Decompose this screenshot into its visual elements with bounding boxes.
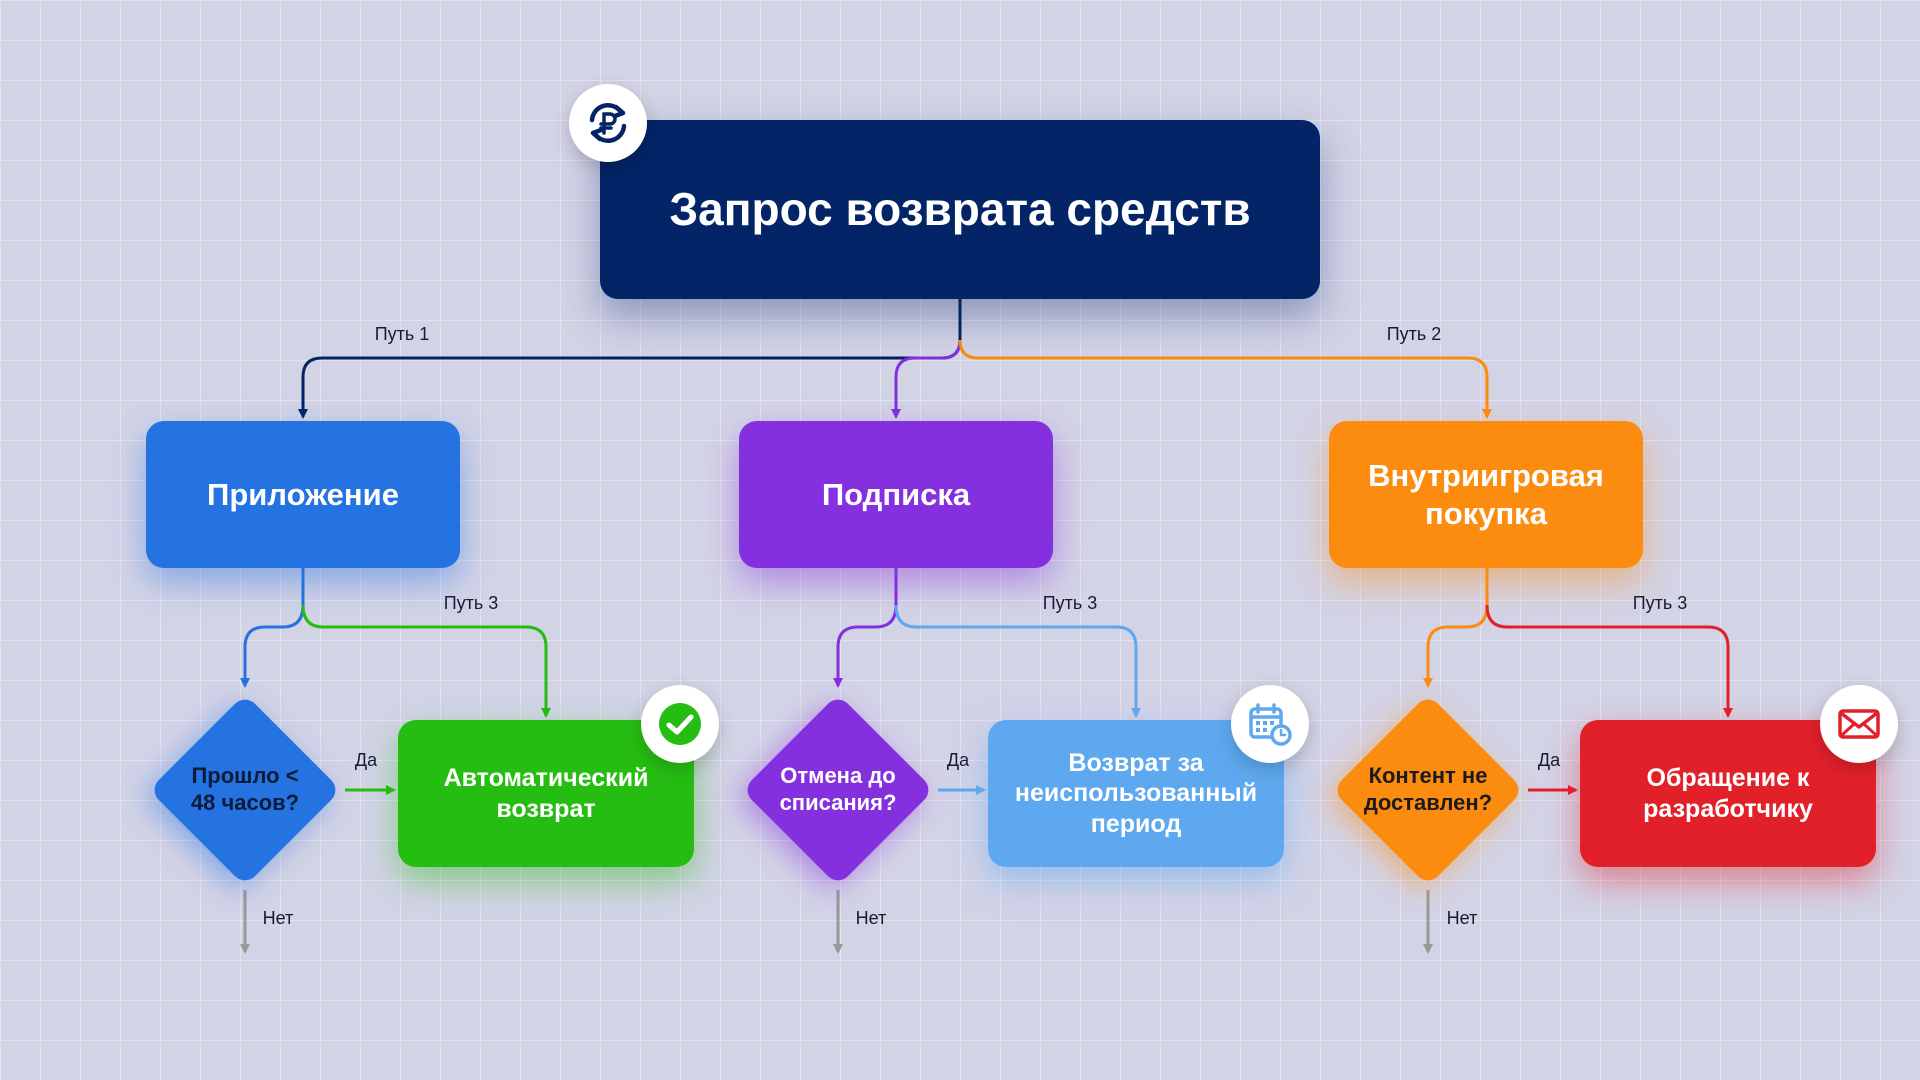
edge-root-to-ingame [958, 339, 1492, 419]
category-ingame-label: Внутриигровая покупка [1368, 457, 1604, 531]
yes-label-app: Да [354, 750, 378, 770]
path-label-game-3: Путь 3 [1632, 593, 1688, 613]
edge-sub-to-decision [833, 568, 898, 688]
yes-label-ingame: Да [1537, 750, 1561, 770]
category-app-label: Приложение [207, 476, 399, 512]
root-title: Запрос возврата средств [669, 183, 1251, 236]
edge-root-to-subscription [891, 339, 962, 419]
category-subscription: Подписка [739, 421, 1053, 568]
category-subscription-label: Подписка [821, 476, 971, 512]
edge-app-to-auto [301, 604, 551, 718]
yes-label-subscription: Да [946, 750, 970, 770]
ruble-refresh-icon [569, 84, 647, 162]
edge-game-to-decision [1423, 568, 1489, 688]
decision-subscription: Отмена до списания? [738, 690, 938, 890]
no-label-ingame: Нет [1446, 908, 1478, 928]
path-label-sub-3: Путь 3 [1042, 593, 1098, 613]
path-label-app-3: Путь 3 [443, 593, 499, 613]
decision-app: Прошло < 48 часов? [145, 690, 345, 890]
result-contact-developer-label: Обращение к разработчику [1643, 764, 1813, 823]
no-label-app: Нет [262, 908, 294, 928]
decision-ingame-text: Контент не доставлен? [1363, 763, 1493, 815]
edge-root-to-app [298, 339, 962, 419]
result-unused-period-label: Возврат за неиспользованный период [1014, 748, 1258, 838]
check-icon [641, 685, 719, 763]
no-label-subscription: Нет [855, 908, 887, 928]
result-unused-period: Возврат за неиспользованный период [988, 720, 1284, 867]
decision-ingame: Контент не доставлен? [1328, 690, 1528, 890]
result-auto-refund-label: Автоматический возврат [443, 764, 649, 823]
decision-app-text: Прошло < 48 часов? [190, 763, 300, 815]
edge-game-to-dev [1485, 604, 1733, 718]
edge-app-to-decision [240, 568, 305, 688]
path-label-2: Путь 2 [1386, 324, 1442, 344]
calendar-clock-icon [1231, 685, 1309, 763]
mail-icon [1820, 685, 1898, 763]
category-app: Приложение [146, 421, 460, 568]
path-label-1: Путь 1 [374, 324, 430, 344]
edge-sub-to-refund [894, 604, 1141, 718]
category-ingame: Внутриигровая покупка [1329, 421, 1643, 568]
result-auto-refund: Автоматический возврат [398, 720, 694, 867]
decision-subscription-text: Отмена до списания? [779, 763, 897, 815]
root-node: Запрос возврата средств [600, 120, 1320, 299]
